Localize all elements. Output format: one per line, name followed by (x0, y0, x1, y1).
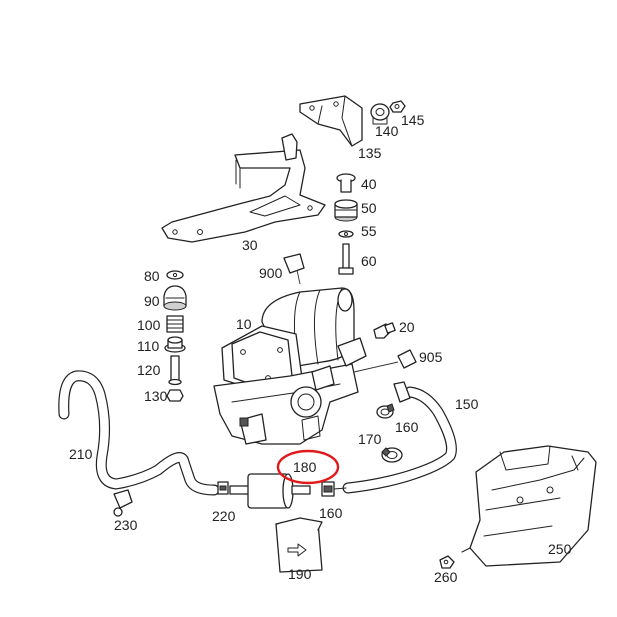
part-135-bracket[interactable] (299, 95, 363, 147)
part-55-washer[interactable] (338, 230, 354, 238)
part-40-bolt[interactable] (336, 173, 356, 193)
part-50-mount[interactable] (334, 199, 358, 222)
part-110-cap[interactable] (164, 336, 186, 353)
label-40[interactable]: 40 (361, 176, 377, 192)
label-230[interactable]: 230 (114, 517, 138, 533)
label-80[interactable]: 80 (144, 268, 160, 284)
part-160-clip-upper[interactable] (376, 403, 395, 419)
label-135[interactable]: 135 (358, 145, 382, 161)
label-60[interactable]: 60 (361, 253, 377, 269)
label-210[interactable]: 210 (69, 446, 93, 462)
label-50[interactable]: 50 (361, 200, 377, 216)
label-140[interactable]: 140 (375, 123, 399, 139)
part-210-hose[interactable] (58, 370, 220, 496)
part-90-mount[interactable] (163, 285, 187, 311)
label-30[interactable]: 30 (242, 237, 258, 253)
label-905[interactable]: 905 (419, 349, 443, 365)
part-170-clamp[interactable] (381, 447, 403, 463)
label-900[interactable]: 900 (259, 265, 283, 281)
label-120[interactable]: 120 (137, 362, 161, 378)
label-160-upper[interactable]: 160 (395, 419, 419, 435)
part-260-nut[interactable] (439, 555, 455, 569)
label-220[interactable]: 220 (212, 508, 236, 524)
label-100[interactable]: 100 (137, 317, 161, 333)
label-150[interactable]: 150 (455, 396, 479, 412)
label-110[interactable]: 110 (137, 338, 160, 354)
label-160-lower[interactable]: 160 (319, 505, 343, 521)
part-60-bolt[interactable] (338, 243, 354, 275)
part-160-clip-lower[interactable] (321, 481, 347, 497)
part-230-clip[interactable] (113, 489, 133, 517)
label-250[interactable]: 250 (548, 541, 572, 557)
label-180[interactable]: 180 (293, 459, 317, 475)
label-10[interactable]: 10 (236, 316, 252, 332)
part-190-cover[interactable] (275, 517, 323, 573)
label-260[interactable]: 260 (434, 569, 458, 585)
part-250-housing[interactable] (461, 445, 597, 567)
label-170[interactable]: 170 (358, 431, 382, 447)
label-20[interactable]: 20 (399, 319, 415, 335)
label-190[interactable]: 190 (288, 566, 312, 582)
part-150-hose[interactable] (342, 381, 457, 494)
label-145[interactable]: 145 (401, 112, 425, 128)
part-145-nut[interactable] (389, 100, 406, 113)
part-180-filter[interactable] (229, 473, 311, 509)
part-900-clip[interactable] (283, 253, 305, 285)
highlight-circle-180 (276, 449, 340, 485)
part-140-grommet[interactable] (370, 103, 390, 125)
part-30-bracket[interactable] (161, 133, 326, 243)
label-90[interactable]: 90 (144, 293, 160, 309)
part-20-sensor[interactable] (373, 322, 396, 339)
part-120-sleeve[interactable] (168, 355, 182, 386)
part-220-clip[interactable] (217, 481, 229, 495)
part-100-spring[interactable] (166, 315, 184, 333)
label-130[interactable]: 130 (144, 388, 168, 404)
part-905-clip[interactable] (397, 349, 417, 369)
part-80-washer[interactable] (166, 270, 184, 280)
part-10-compressor[interactable] (213, 287, 399, 445)
label-55[interactable]: 55 (361, 223, 377, 239)
part-130-nut[interactable] (166, 389, 184, 402)
